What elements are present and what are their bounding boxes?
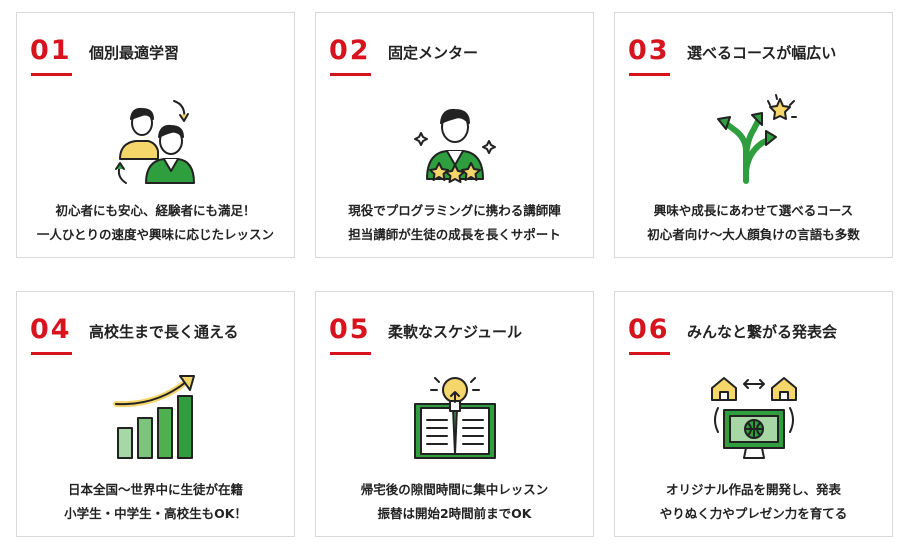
personalized-learning-icon: [115, 100, 195, 184]
feature-title: 柔軟なスケジュール: [388, 323, 522, 341]
feature-title: 固定メンター: [388, 44, 479, 62]
number-underline: [31, 73, 72, 76]
feature-card-05: 05 柔軟なスケジュール 帰宅後の隙間時間に集中レッスン 振替は開始2時間前まで…: [315, 291, 594, 537]
feature-card-04: 04 高校生まで長く通える 日本全国〜世界中に生徒が在籍 小学生・中学生・高校生…: [16, 291, 295, 537]
description-line-2: 振替は開始2時間前までOK: [377, 506, 532, 521]
feature-number: 01: [30, 35, 72, 66]
growth-chart-icon: [113, 375, 195, 459]
description-line-1: 日本全国〜世界中に生徒が在籍: [67, 482, 243, 497]
feature-number: 06: [628, 314, 670, 345]
feature-title: みんなと繋がる発表会: [687, 323, 838, 341]
feature-card-03: 03 選べるコースが幅広い 興味や成長にあわせて選べるコース 初心者向け〜大人顔…: [614, 12, 893, 258]
description-line-2: 担当講師が生徒の成長を長くサポート: [348, 227, 561, 242]
feature-title: 選べるコースが幅広い: [687, 44, 837, 62]
idea-book-icon: [414, 377, 496, 459]
feature-card-02: 02 固定メンター 現役でプログラミングに携わる講師陣 担当講師が生徒の成長を長…: [315, 12, 594, 258]
feature-title: 個別最適学習: [89, 44, 180, 62]
feature-description: オリジナル作品を開発し、発表 やりぬく力やプレゼン力を育てる: [615, 478, 892, 526]
description-line-1: オリジナル作品を開発し、発表: [665, 482, 841, 497]
feature-card-06: 06 みんなと繋がる発表会 オリジナル作品を開発し、発表 やりぬく力やプレゼン力…: [614, 291, 893, 537]
description-line-1: 現役でプログラミングに携わる講師陣: [348, 203, 561, 218]
connected-presentation-icon: [711, 377, 797, 459]
description-line-1: 初心者にも安心、経験者にも満足！: [55, 203, 256, 218]
feature-description: 現役でプログラミングに携わる講師陣 担当講師が生徒の成長を長くサポート: [316, 199, 593, 247]
feature-description: 帰宅後の隙間時間に集中レッスン 振替は開始2時間前までOK: [316, 478, 593, 526]
feature-description: 初心者にも安心、経験者にも満足！ 一人ひとりの速度や興味に応じたレッスン: [17, 199, 294, 247]
number-underline: [330, 73, 371, 76]
feature-description: 興味や成長にあわせて選べるコース 初心者向け〜大人顔負けの言語も多数: [615, 199, 892, 247]
branching-paths-icon: [717, 94, 797, 184]
number-underline: [629, 73, 670, 76]
description-line-2: 一人ひとりの速度や興味に応じたレッスン: [36, 227, 275, 242]
feature-number: 02: [329, 35, 371, 66]
description-line-1: 興味や成長にあわせて選べるコース: [653, 203, 854, 218]
description-line-2: 小学生・中学生・高校生もOK！: [64, 506, 247, 521]
number-underline: [330, 352, 371, 355]
description-line-2: 初心者向け〜大人顔負けの言語も多数: [647, 227, 860, 242]
feature-description: 日本全国〜世界中に生徒が在籍 小学生・中学生・高校生もOK！: [17, 478, 294, 526]
feature-number: 05: [329, 314, 371, 345]
mentor-icon: [414, 108, 496, 183]
description-line-2: やりぬく力やプレゼン力を育てる: [659, 506, 848, 521]
number-underline: [629, 352, 670, 355]
feature-title: 高校生まで長く通える: [89, 323, 239, 341]
feature-number: 03: [628, 35, 670, 66]
feature-number: 04: [30, 314, 72, 345]
number-underline: [31, 352, 72, 355]
description-line-1: 帰宅後の隙間時間に集中レッスン: [360, 482, 549, 497]
feature-card-01: 01 個別最適学習 初心者にも安心、経験者にも満足！ 一人ひとりの速度や興味に応…: [16, 12, 295, 258]
